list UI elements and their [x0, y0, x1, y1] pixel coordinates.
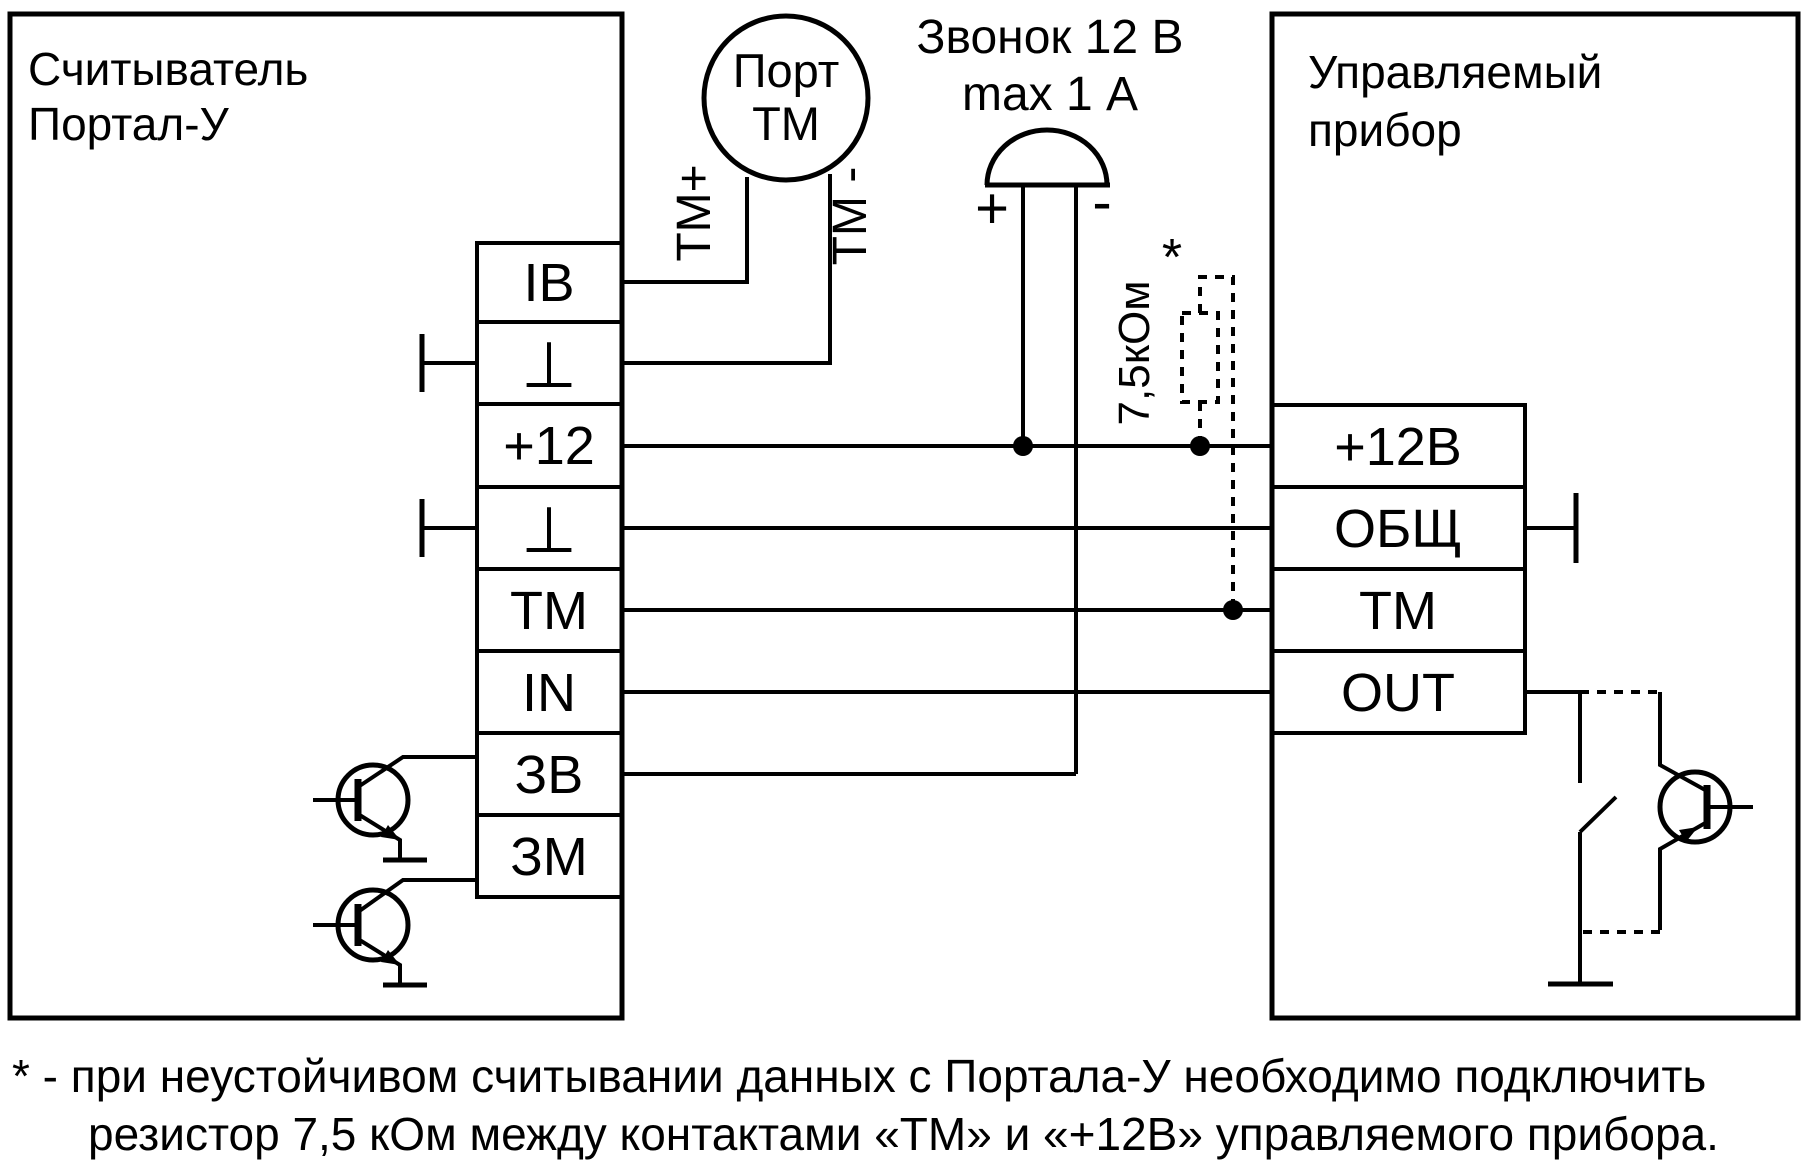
- junction-dot-bell-plus: [1013, 436, 1033, 456]
- emitter-arrow: [381, 950, 400, 965]
- connection-wires: [622, 444, 1272, 776]
- terminal-label-tm: ТМ: [510, 581, 588, 641]
- wire-ib-to-tm-plus: [622, 177, 749, 284]
- terminal-label-in: IN: [522, 663, 576, 723]
- wire-gnd-to-tm-minus: [622, 174, 832, 365]
- terminal-label-plus12: +12: [503, 416, 595, 476]
- terminal-label-tm: ТМ: [1359, 581, 1437, 641]
- switch-symbol: [1548, 692, 1618, 987]
- terminal-label-ib: IB: [523, 253, 574, 313]
- reader-title-line2: Портал-У: [28, 98, 230, 150]
- port-tm-symbol: Порт ТМ ТМ+ ТМ -: [622, 13, 877, 365]
- terminal-label-zm: ЗМ: [510, 827, 588, 887]
- device-title-line1: Управляемый: [1308, 46, 1602, 98]
- terminal-box-zm: [475, 813, 624, 899]
- port-tm-circle: [701, 13, 871, 183]
- footnote: * - при неустойчивом считывании данных с…: [12, 1050, 1719, 1160]
- bell-plus-sign: +: [975, 176, 1009, 241]
- tm-minus-label: ТМ -: [824, 167, 877, 266]
- port-tm-label-line1: Порт: [733, 44, 840, 97]
- emitter-arrow: [1679, 827, 1698, 842]
- terminal-label-gnd2: ⊥: [521, 494, 577, 568]
- bell-symbol: Звонок 12 В max 1 А + -: [917, 11, 1184, 774]
- npn-transistor-zm: [313, 878, 477, 988]
- ground-symbol-bottom: [419, 499, 477, 557]
- footnote-line2: резистор 7,5 кОм между контактами «ТМ» и…: [88, 1108, 1719, 1160]
- resistor-asterisk: *: [1162, 229, 1182, 287]
- resistor-lead-top: [1198, 275, 1235, 608]
- device-title-line2: прибор: [1308, 104, 1462, 156]
- pnp-transistor-out: [1580, 690, 1753, 934]
- terminal-label-12v: +12В: [1334, 417, 1462, 477]
- terminal-label-gnd1: ⊥: [521, 329, 577, 403]
- junction-dot-resistor-12v: [1190, 436, 1210, 456]
- junction-dot-resistor-tm: [1223, 600, 1243, 620]
- out-internal-circuit: [1525, 690, 1753, 987]
- bell-minus-sign: -: [1092, 170, 1111, 235]
- optional-resistor: 7,5кОм *: [1110, 229, 1235, 608]
- terminal-label-out: OUT: [1341, 663, 1455, 723]
- reader-title-line1: Считыватель: [28, 43, 308, 95]
- reader-block: Считыватель Портал-У IB ⊥ +12 ⊥ ТМ IN ЗВ…: [7, 11, 625, 1021]
- terminal-label-common: ОБЩ: [1334, 499, 1462, 559]
- bell-title-line2: max 1 А: [962, 68, 1138, 121]
- terminal-label-zv: ЗВ: [515, 745, 584, 805]
- tm-plus-label: ТМ+: [668, 164, 721, 261]
- ground-symbol-common: [1525, 493, 1579, 563]
- bell-dome: [984, 127, 1110, 186]
- device-block: Управляемый прибор +12В ОБЩ ТМ OUT: [1269, 11, 1801, 1021]
- ground-symbol-top: [419, 334, 477, 392]
- npn-transistor-zv: [313, 755, 477, 863]
- resistor-body: [1180, 311, 1220, 404]
- footnote-line1: * - при неустойчивом считывании данных с…: [12, 1050, 1706, 1102]
- resistor-value-label: 7,5кОм: [1110, 281, 1159, 426]
- reader-terminal-strip: IB ⊥ +12 ⊥ ТМ IN ЗВ ЗМ: [475, 241, 624, 899]
- port-tm-label-line2: ТМ: [752, 97, 820, 150]
- emitter-arrow: [381, 825, 400, 840]
- bell-title-line1: Звонок 12 В: [917, 11, 1184, 64]
- device-terminal-strip: +12В ОБЩ ТМ OUT: [1270, 403, 1527, 735]
